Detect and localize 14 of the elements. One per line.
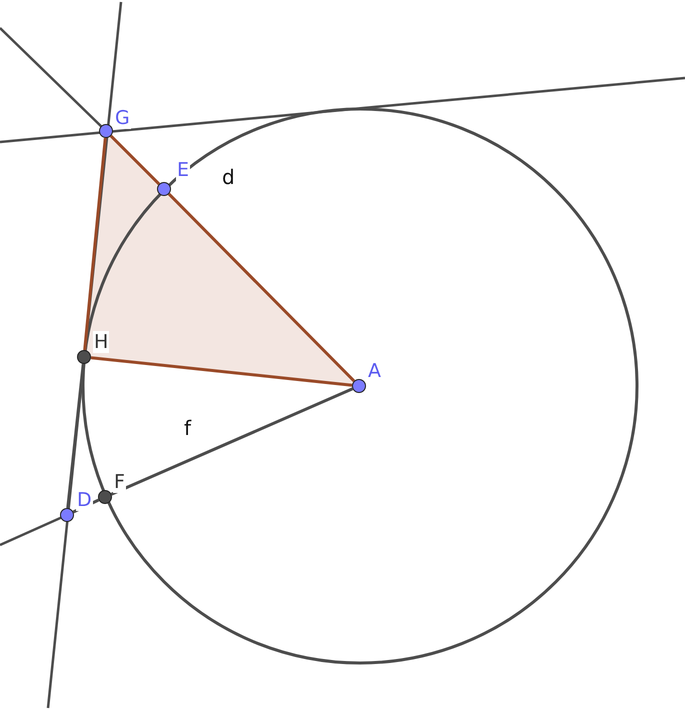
object-label: f bbox=[184, 417, 192, 439]
point-label: G bbox=[114, 107, 131, 129]
line-segment bbox=[66, 364, 85, 508]
line-segment bbox=[83, 138, 107, 350]
object-label: d bbox=[222, 166, 235, 188]
line-segment bbox=[168, 192, 356, 382]
point-label: F bbox=[113, 471, 126, 493]
point-label: H bbox=[93, 331, 110, 353]
line-segment bbox=[110, 387, 354, 496]
point-label: E bbox=[176, 159, 190, 181]
line-segment bbox=[90, 356, 352, 387]
point-label: D bbox=[76, 489, 93, 511]
line-segment bbox=[72, 498, 100, 514]
line-segment bbox=[110, 134, 160, 186]
